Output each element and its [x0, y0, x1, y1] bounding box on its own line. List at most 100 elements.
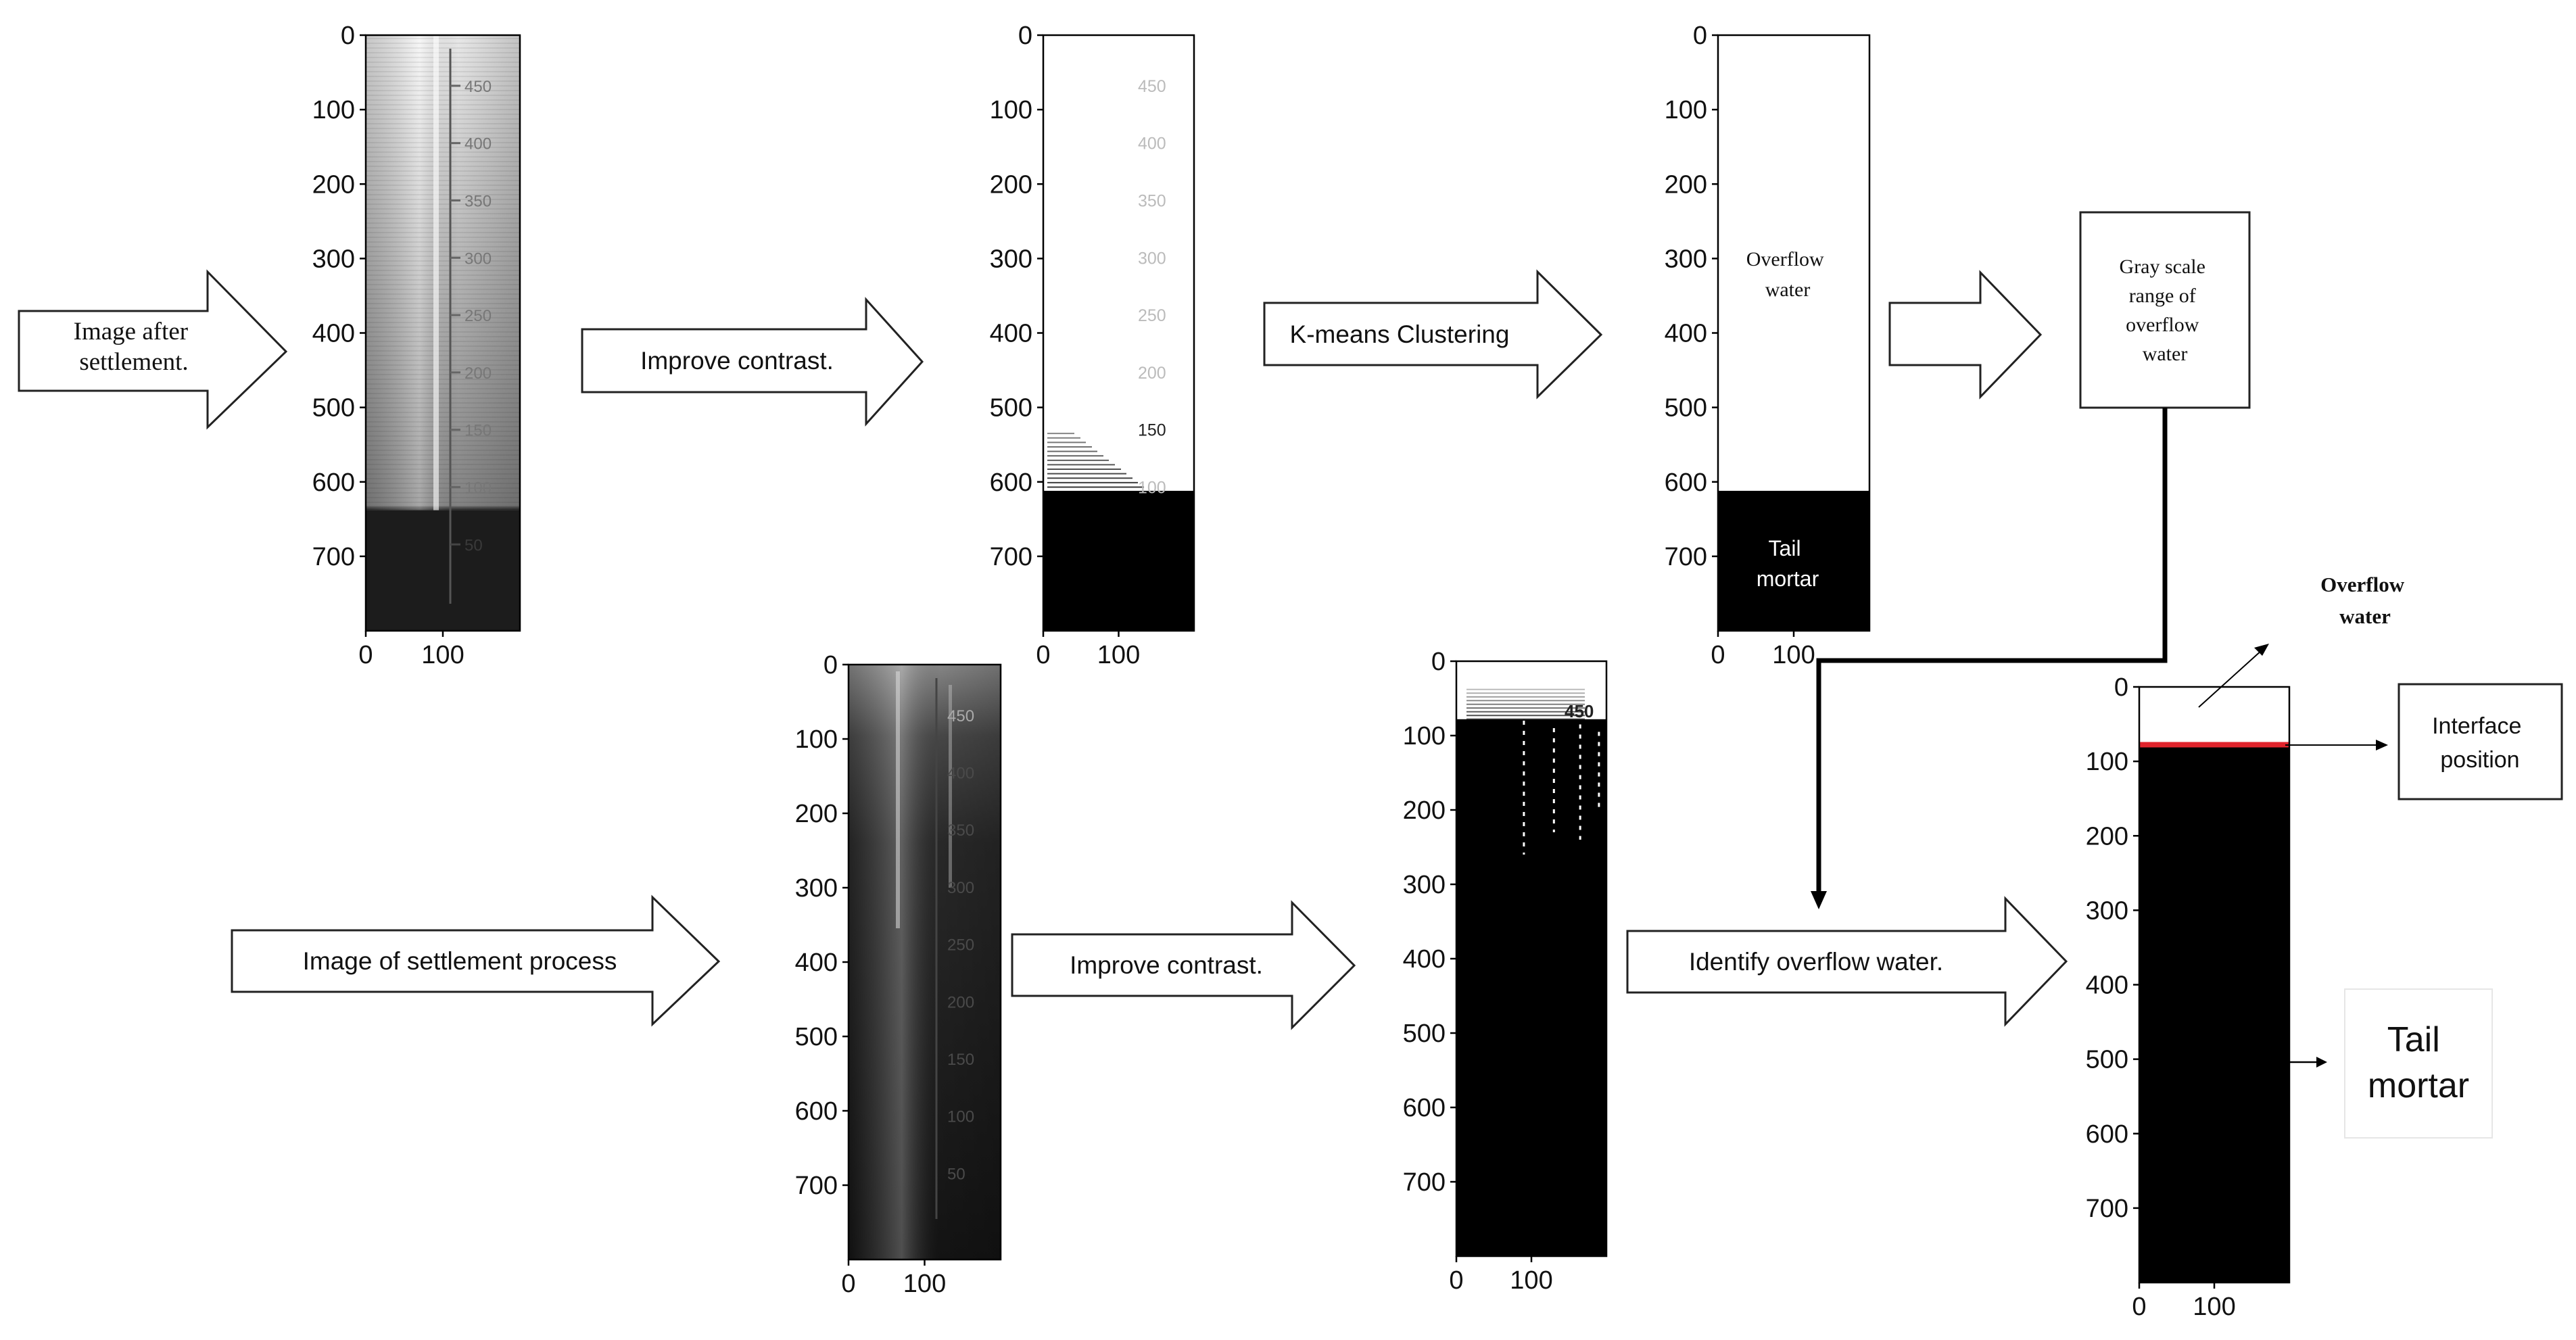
gray-scale-box-label: Gray scale range of overflow water — [2120, 256, 2211, 365]
streak — [896, 671, 900, 928]
panel-kmeans: Overflow water Tail mortar 0 100 200 300 400… — [1665, 22, 1871, 669]
scale-mark-label: 450 — [464, 78, 492, 96]
scale-mark-label: 150 — [464, 422, 492, 440]
scale-mark-label: 300 — [947, 879, 974, 897]
label-overflow-result: Overflow — [2320, 573, 2405, 596]
x-tick-label: 100 — [1510, 1266, 1552, 1295]
y-tick-label: 400 — [312, 320, 355, 348]
y-tick-label: 400 — [795, 949, 838, 977]
y-tick-label: 500 — [990, 394, 1032, 423]
arrow-improve-contrast-top-label: Improve contrast. — [640, 347, 834, 375]
y-tick-label: 400 — [990, 320, 1032, 348]
interface-line — [2139, 742, 2289, 748]
scale-mark-label: 50 — [947, 1165, 965, 1183]
scale-mark-label: 200 — [464, 364, 492, 383]
x-tick-label: 0 — [1711, 641, 1725, 669]
label-gray-scale: Gray scale — [2120, 256, 2205, 278]
streak — [949, 685, 952, 888]
y-tick-label: 700 — [2086, 1195, 2128, 1223]
y-tick-label: 100 — [990, 96, 1032, 124]
scale-mark-label: 450 — [1138, 77, 1166, 96]
x-tick-label: 100 — [903, 1270, 946, 1298]
y-tick-label: 500 — [795, 1023, 838, 1051]
panel-result-image — [2139, 687, 2289, 1283]
scale-mark-label: 350 — [1138, 191, 1166, 210]
arrow-improve-contrast-bottom: Improve contrast. — [1011, 900, 1356, 1030]
tail-mortar-region — [2139, 744, 2289, 1283]
mortar-region — [366, 510, 520, 631]
arrow-kmeans: K-means Clustering — [1263, 269, 1603, 400]
arrow-identify-overflow: Identify overflow water. — [1626, 896, 2068, 1027]
label-mortar-kmeans: mortar — [1757, 567, 1819, 591]
x-tick-label: 0 — [1449, 1266, 1463, 1295]
mortar-cluster — [1718, 490, 1869, 631]
y-tick-label: 200 — [990, 170, 1032, 199]
y-tick-label: 200 — [1665, 170, 1707, 199]
y-tick-label: 100 — [1665, 96, 1707, 124]
arrow-image-after-settlement: Image after settlement. — [18, 269, 288, 430]
y-tick-label: 700 — [795, 1172, 838, 1200]
y-tick-label: 0 — [1693, 22, 1707, 50]
label-overflow-kmeans: Overflow — [1746, 248, 1824, 270]
y-tick-label: 200 — [2086, 822, 2128, 851]
scale-mark-label: 300 — [464, 249, 492, 268]
scale-mark-label: 250 — [464, 307, 492, 325]
tail-mortar-label: Tail mortar — [2368, 1020, 2469, 1105]
y-tick-label: 0 — [341, 22, 355, 50]
x-tick-label: 100 — [2193, 1293, 2235, 1321]
y-tick-label: 300 — [312, 245, 355, 273]
x-tick-label: 0 — [841, 1270, 855, 1298]
x-tick-label: 0 — [358, 641, 373, 669]
y-tick-label: 100 — [795, 725, 838, 754]
scale-mark-label: 350 — [464, 192, 492, 210]
y-tick-label: 300 — [1403, 871, 1446, 899]
kmeans-tail-mortar-label: Tail mortar — [1757, 536, 1819, 591]
y-tick-label: 300 — [990, 245, 1032, 273]
y-tick-label: 0 — [2114, 673, 2128, 702]
arrow-settlement-process: Image of settlement process — [231, 894, 721, 1027]
scale-mark-label: 250 — [947, 936, 974, 955]
mortar-region — [1043, 490, 1194, 631]
arrow-improve-contrast-top: Improve contrast. — [581, 297, 924, 427]
panel-contrast-bottom-image: 450 — [1456, 661, 1606, 1256]
label-interface: Interface — [2432, 713, 2521, 739]
arrow-to-gray-scale — [1888, 270, 2043, 400]
y-tick-label: 700 — [990, 543, 1032, 571]
label-tail-kmeans: Tail — [1769, 536, 1801, 560]
kmeans-overflow-water-label: Overflow water — [1746, 248, 1829, 301]
label-water-result: water — [2339, 604, 2391, 628]
arrow-identify-overflow-label: Identify overflow water. — [1689, 948, 1943, 976]
annotation-overflow-water: Overflow water — [2198, 573, 2405, 708]
scale-mark-label: 100 — [947, 1108, 974, 1126]
scale-mark-label: 150 — [947, 1051, 974, 1069]
y-tick-label: 700 — [312, 543, 355, 571]
scale-mark-label: 100 — [464, 479, 492, 497]
y-tick-label: 600 — [1403, 1094, 1446, 1122]
y-tick-label: 200 — [1403, 796, 1446, 825]
y-tick-label: 700 — [1403, 1168, 1446, 1197]
y-tick-label: 600 — [312, 469, 355, 497]
y-tick-label: 600 — [795, 1097, 838, 1126]
annotation-tail-mortar: Tail mortar — [2289, 988, 2493, 1139]
interface-position-label: Interface position — [2432, 713, 2528, 773]
y-tick-label: 500 — [312, 394, 355, 423]
y-tick-label: 500 — [1403, 1020, 1446, 1048]
x-tick-label: 100 — [1772, 641, 1815, 669]
y-tick-label: 700 — [1665, 543, 1707, 571]
annotation-interface-position: Interface position — [2285, 683, 2563, 800]
x-tick-label: 100 — [1097, 641, 1140, 669]
gray-scale-box: Gray scale range of overflow water — [2079, 211, 2251, 409]
y-tick-label: 400 — [1665, 320, 1707, 348]
y-tick-label: 300 — [1665, 245, 1707, 273]
panel-kmeans-image — [1718, 35, 1869, 631]
scale-mark-label: 400 — [947, 765, 974, 783]
